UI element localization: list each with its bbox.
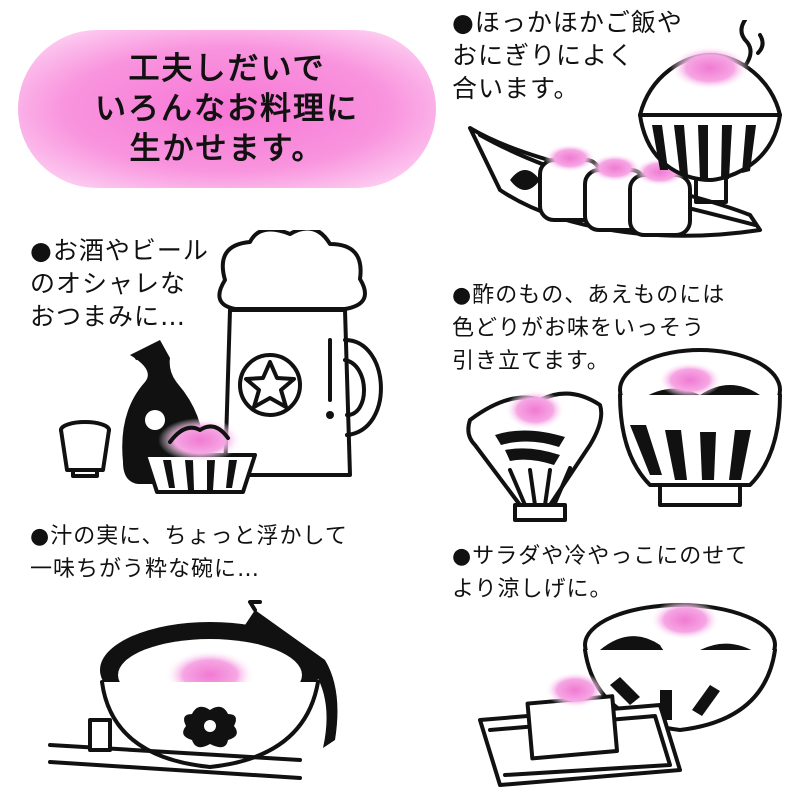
caption-line: おにぎりによく bbox=[452, 41, 635, 70]
onigiri-icon bbox=[510, 144, 692, 237]
soup-bowl-icon bbox=[100, 622, 320, 769]
caption-line: おつまみに… bbox=[30, 302, 187, 331]
caption-line: ●サラダや冷やっこにのせて bbox=[452, 544, 749, 569]
rice-bowl-icon bbox=[638, 46, 782, 204]
caption-line: 色どりがお味をいっそう bbox=[452, 316, 706, 341]
caption-line: より涼しげに。 bbox=[452, 577, 613, 602]
headline-line: 生かせます。 bbox=[129, 131, 325, 167]
beer-foam-icon bbox=[217, 230, 367, 311]
caption-vinegar: ●酢のもの、あえものには 色どりがお味をいっそう 引き立てます。 bbox=[452, 279, 725, 378]
headline-line: 工夫しだいで bbox=[128, 51, 326, 87]
caption-line: のオシャレな bbox=[30, 269, 187, 298]
bowl-lid-icon bbox=[245, 600, 338, 748]
caption-line: 一味ちがう粋な碗に… bbox=[30, 557, 261, 582]
rice-onigiri-illustration bbox=[468, 20, 782, 238]
caption-line: ●酢のもの、あえものには bbox=[452, 283, 726, 308]
caption-rice: ●ほっかほかご飯や おにぎりによく 合います。 bbox=[452, 6, 683, 105]
beer-mug-icon bbox=[223, 308, 383, 477]
vinegar-dishes-illustration bbox=[466, 348, 782, 522]
caption-line: ●汁の実に、ちょっと浮かして bbox=[30, 524, 348, 549]
striped-bowl-icon bbox=[618, 348, 782, 507]
tofu-plate-icon bbox=[478, 672, 682, 787]
caption-line: ●お酒やビール bbox=[30, 236, 209, 265]
soup-bowl-illustration bbox=[48, 600, 338, 780]
headline-line: いろんなお料理に bbox=[95, 91, 359, 127]
caption-salad: ●サラダや冷やっこにのせて より涼しげに。 bbox=[452, 540, 748, 606]
flared-bowl-icon bbox=[466, 390, 604, 522]
small-dish-icon bbox=[143, 418, 257, 494]
star-icon bbox=[244, 360, 296, 409]
chopsticks-icon bbox=[48, 718, 302, 780]
beer-sake-illustration bbox=[59, 230, 383, 494]
caption-line: 引き立てます。 bbox=[452, 349, 610, 374]
salad-tofu-illustration bbox=[478, 600, 777, 787]
headline-banner: 工夫しだいで いろんなお料理に 生かせます。 bbox=[18, 30, 436, 188]
caption-beer: ●お酒やビール のオシャレな おつまみに… bbox=[30, 234, 209, 333]
sake-cup-icon bbox=[59, 420, 111, 478]
caption-soup: ●汁の実に、ちょっと浮かして 一味ちがう粋な碗に… bbox=[30, 520, 348, 586]
steam-icon bbox=[739, 20, 753, 68]
caption-line: ●ほっかほかご飯や bbox=[452, 8, 683, 37]
caption-line: 合います。 bbox=[452, 74, 580, 103]
